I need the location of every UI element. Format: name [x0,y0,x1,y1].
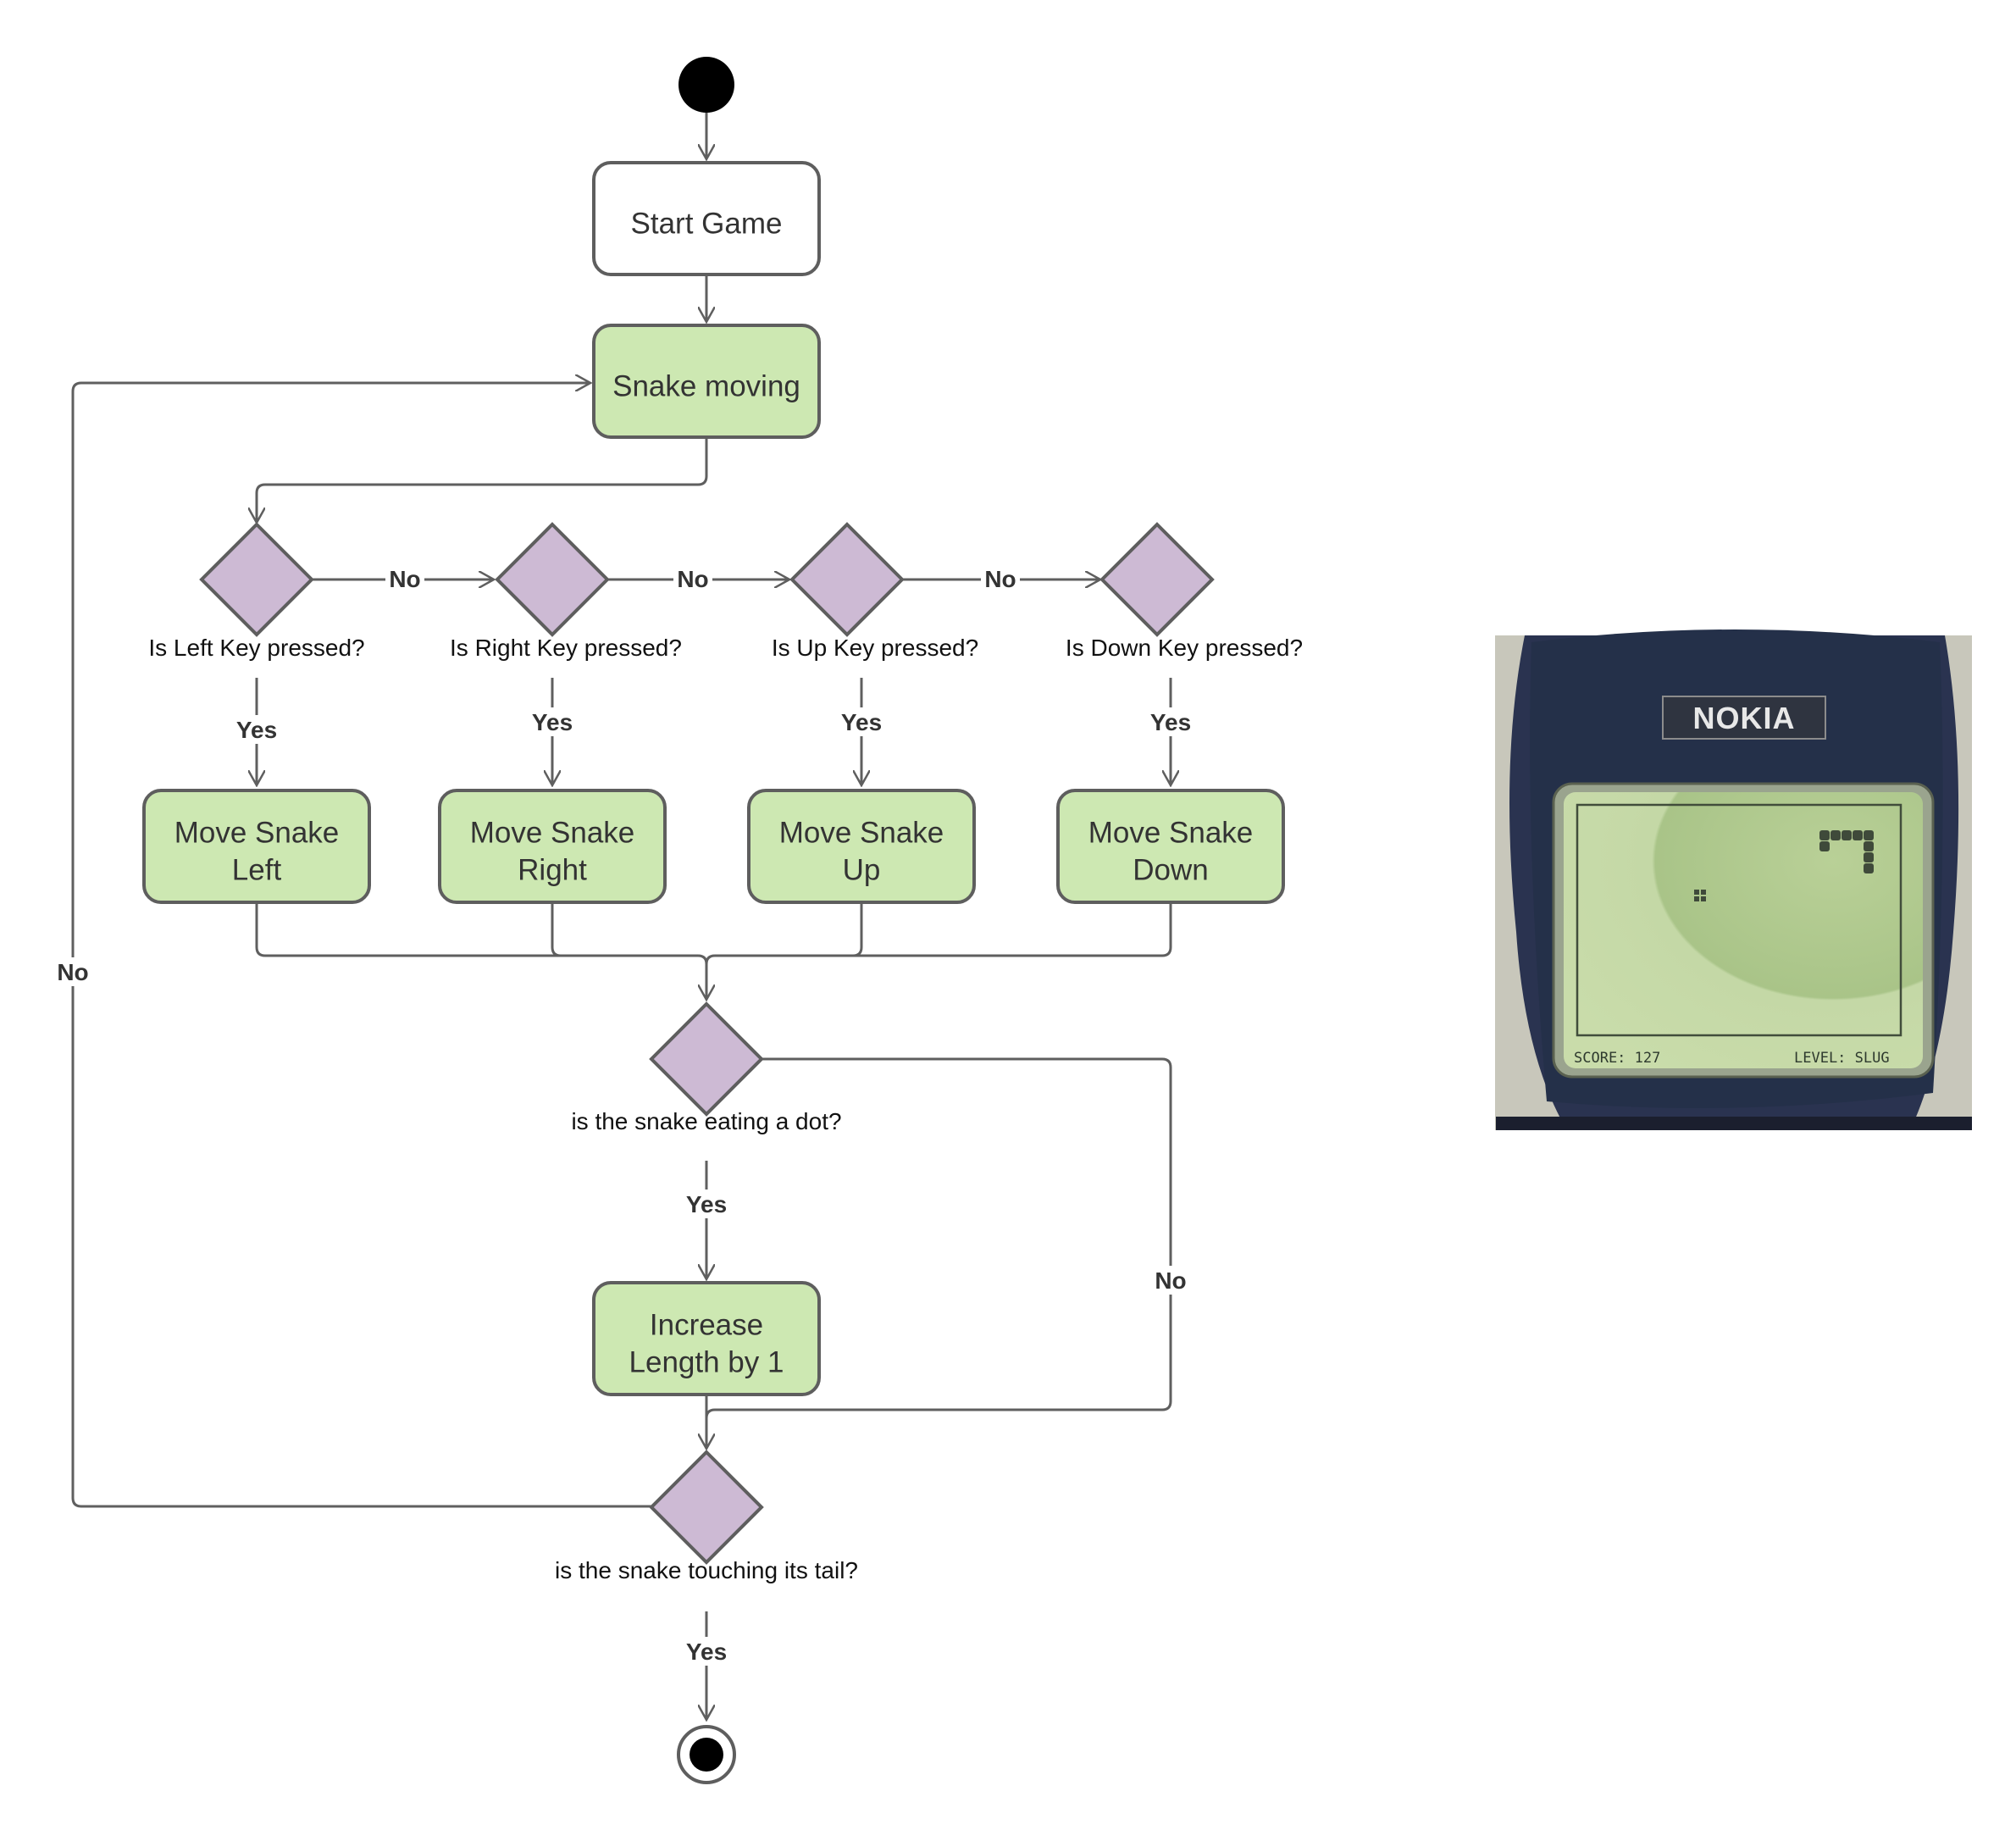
move-left-node: Move Snake Left [142,789,371,904]
increase-length-label-line2: Length by 1 [629,1345,784,1378]
nokia-snake-photo: NOKIA SCORE: 127 LEVEL: SLUG [1495,629,1972,1130]
edge-moveup-to-merge [852,904,863,957]
edge-tail-no-loop [71,383,652,1508]
final-node [677,1725,736,1784]
decision-left-key: Is Left Key pressed? [148,522,365,661]
move-down-label-line1: Move Snake [1088,816,1254,849]
lcd-level: LEVEL: SLUG [1794,1050,1890,1067]
increase-length-node: Increase Length by 1 [592,1281,821,1396]
label-rightkey-yes: Yes [532,709,573,735]
label-tail-no: No [57,959,88,985]
label-tail-yes: Yes [686,1639,727,1665]
move-right-label-line2: Right [518,853,587,886]
start-game-label: Start Game [631,207,783,240]
label-eating-yes: Yes [686,1191,727,1217]
decision-touching-tail-label: is the snake touching its tail? [555,1557,858,1583]
edge-snakemoving-to-leftkey [257,439,708,523]
move-left-label-line2: Left [232,853,282,886]
decision-up-key: Is Up Key pressed? [772,522,978,661]
snake-body [1819,830,1874,873]
move-down-label-line2: Down [1133,853,1208,886]
nokia-brand-text: NOKIA [1693,701,1796,735]
edge-eating-no [705,1057,1172,1419]
decision-eating-dot-label: is the snake eating a dot? [571,1108,841,1134]
move-right-label-line1: Move Snake [470,816,635,849]
move-up-label-line2: Up [843,853,881,886]
decision-left-key-label: Is Left Key pressed? [148,635,364,661]
decision-right-key: Is Right Key pressed? [450,522,682,661]
label-eating-no: No [1155,1267,1186,1294]
label-leftkey-yes: Yes [236,717,277,743]
nokia-lcd [1564,792,1923,1068]
move-right-node: Move Snake Right [438,789,667,904]
edge-movedown-to-merge [705,904,1172,965]
move-down-node: Move Snake Down [1056,789,1285,904]
label-downkey-yes: Yes [1150,709,1191,735]
decision-right-key-label: Is Right Key pressed? [450,635,682,661]
decision-up-key-label: Is Up Key pressed? [772,635,978,661]
snake-moving-node: Snake moving [592,324,821,439]
edge-moveright-to-merge [551,904,562,957]
move-up-node: Move Snake Up [747,789,976,904]
food-dot [1694,890,1706,901]
edge-moveleft-to-merge [255,904,706,1000]
label-upkey-no: No [984,566,1016,592]
decision-down-key-label: Is Down Key pressed? [1066,635,1303,661]
label-upkey-yes: Yes [841,709,882,735]
move-up-label-line1: Move Snake [779,816,944,849]
snake-moving-label: Snake moving [612,369,800,402]
decision-eating-dot: is the snake eating a dot? [571,1001,842,1134]
move-left-label-line1: Move Snake [174,816,340,849]
label-rightkey-no: No [677,566,708,592]
label-leftkey-no: No [389,566,420,592]
edge-labels: No No No Yes Yes Yes Yes Yes No No Yes [53,564,1197,1666]
increase-length-label-line1: Increase [650,1308,763,1341]
decision-touching-tail: is the snake touching its tail? [555,1450,858,1583]
initial-node [678,57,734,113]
decision-down-key: Is Down Key pressed? [1066,522,1303,661]
lcd-score: SCORE: 127 [1574,1050,1660,1067]
start-game-node: Start Game [592,161,821,276]
edges [71,111,1172,1720]
nokia-logo-plate [1662,696,1826,740]
